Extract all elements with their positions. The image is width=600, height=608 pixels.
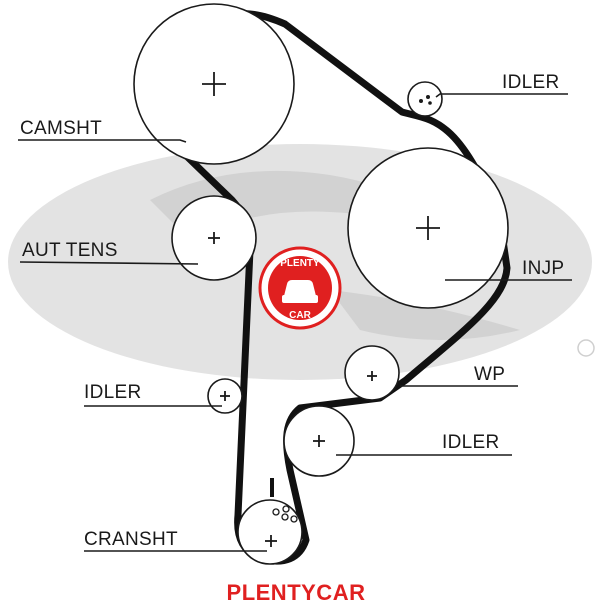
label-camshaft: CAMSHT [20, 118, 102, 139]
label-idler-left: IDLER [84, 382, 141, 403]
idler-top-pulley [407, 81, 443, 117]
label-idler-lower: IDLER [442, 432, 499, 453]
label-auto-tensioner: AUT TENS [22, 240, 118, 261]
label-water-pump: WP [474, 364, 505, 385]
registered-icon [577, 339, 595, 357]
car-icon [284, 280, 316, 296]
auto-tensioner-pulley [171, 195, 257, 281]
footer-watermark: PLENTYCAR [227, 580, 366, 605]
watermark-badge: PLENTY CAR [258, 246, 342, 330]
crankshaft-pulley [237, 478, 303, 565]
badge-top-text: PLENTY [280, 258, 320, 269]
label-idler-top: IDLER [502, 72, 559, 93]
badge-bottom-text: CAR [289, 310, 311, 321]
camshaft-pulley [133, 3, 295, 165]
idler-left-pulley [207, 378, 243, 414]
label-injection-pump: INJP [522, 258, 564, 279]
idler-lower-pulley [283, 405, 355, 477]
label-crankshaft: CRANSHT [84, 529, 178, 550]
injection-pump-pulley [347, 147, 509, 309]
water-pump-pulley [344, 345, 400, 401]
leader-lines [18, 93, 572, 552]
